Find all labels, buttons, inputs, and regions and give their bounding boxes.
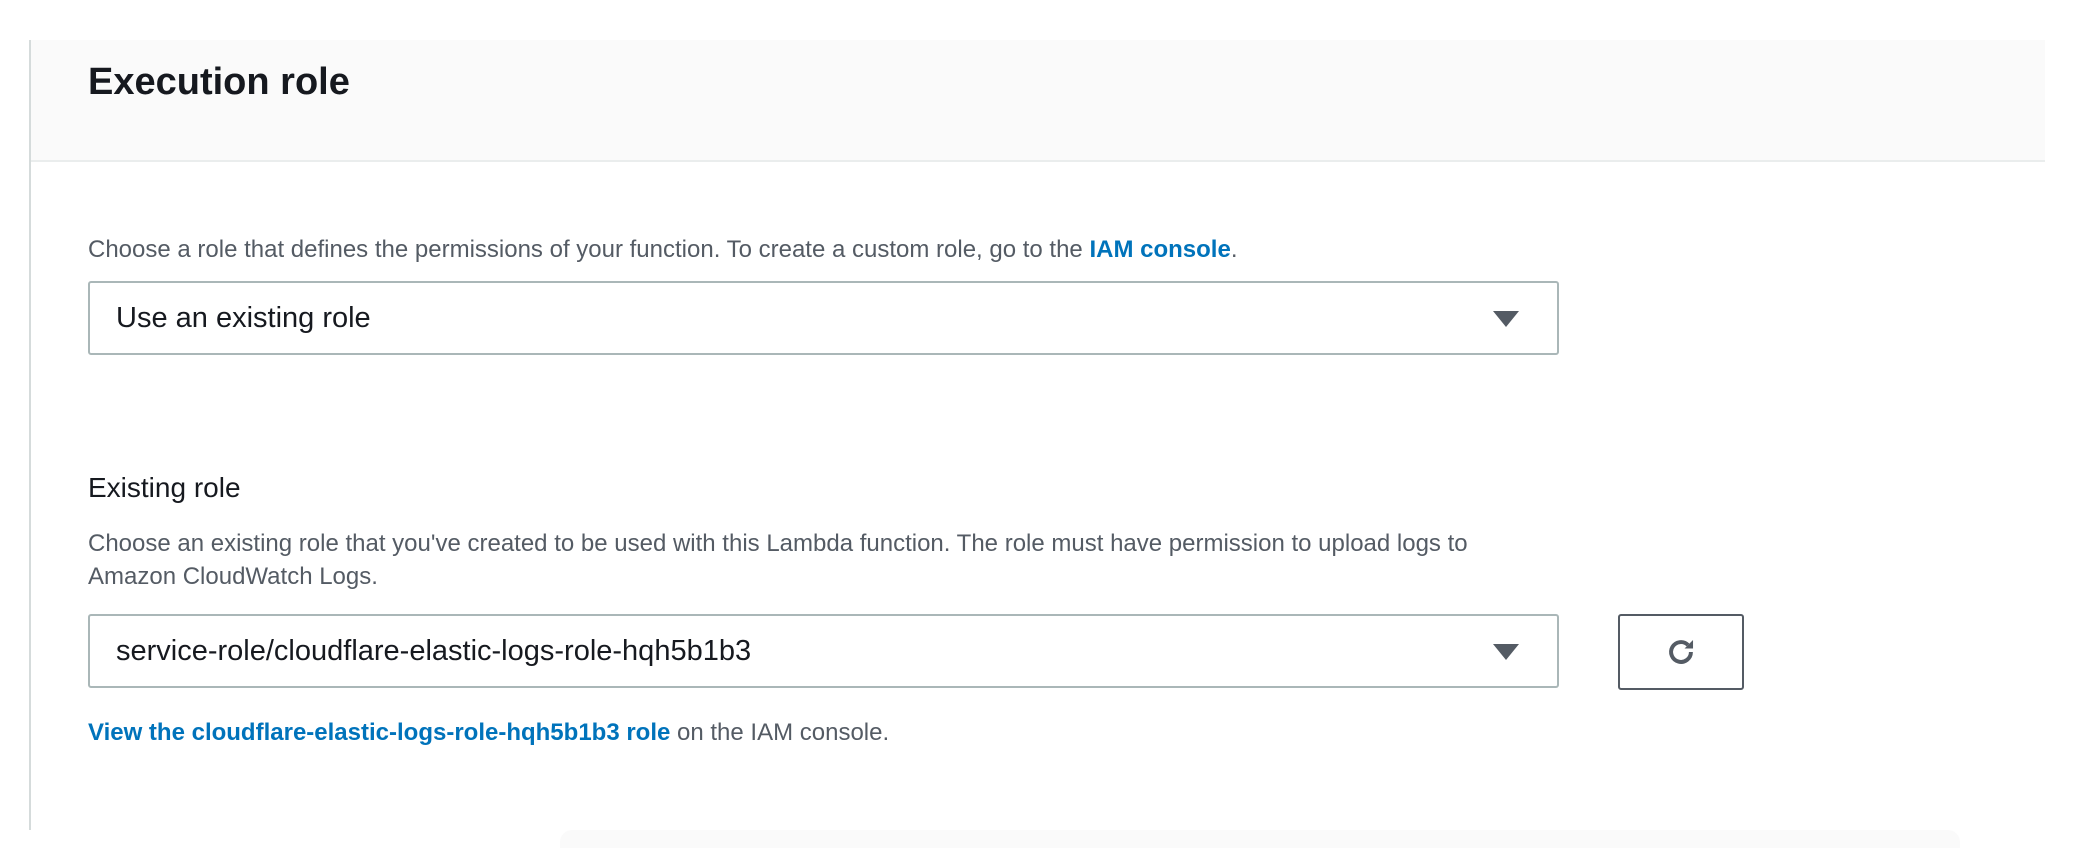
view-role-line: View the cloudflare-elastic-logs-role-hq…	[88, 716, 889, 749]
refresh-roles-button[interactable]	[1618, 614, 1744, 690]
existing-role-label: Existing role	[88, 472, 241, 503]
section-title: Execution role	[88, 61, 350, 103]
iam-console-link[interactable]: IAM console	[1089, 236, 1231, 263]
caret-down-icon	[1493, 644, 1519, 660]
view-role-link[interactable]: View the cloudflare-elastic-logs-role-hq…	[88, 719, 671, 746]
existing-role-description-line2: Amazon CloudWatch Logs.	[88, 563, 378, 590]
role-description: Choose a role that defines the permissio…	[88, 233, 1237, 266]
role-type-select-value: Use an existing role	[116, 302, 371, 334]
existing-role-description-line1: Choose an existing role that you've crea…	[88, 530, 1468, 557]
bottom-panel-edge	[560, 830, 1960, 848]
execution-role-panel: Execution role Choose a role that define…	[29, 40, 2045, 830]
view-role-suffix: on the IAM console.	[670, 719, 890, 746]
role-type-select[interactable]: Use an existing role	[88, 281, 1559, 355]
existing-role-select[interactable]: service-role/cloudflare-elastic-logs-rol…	[88, 614, 1559, 688]
role-description-suffix: .	[1230, 236, 1238, 263]
existing-role-select-value: service-role/cloudflare-elastic-logs-rol…	[116, 635, 752, 667]
caret-down-icon	[1493, 311, 1519, 327]
panel-header: Execution role	[31, 40, 2045, 162]
refresh-icon	[1669, 639, 1694, 664]
role-description-text: Choose a role that defines the permissio…	[88, 236, 1090, 263]
